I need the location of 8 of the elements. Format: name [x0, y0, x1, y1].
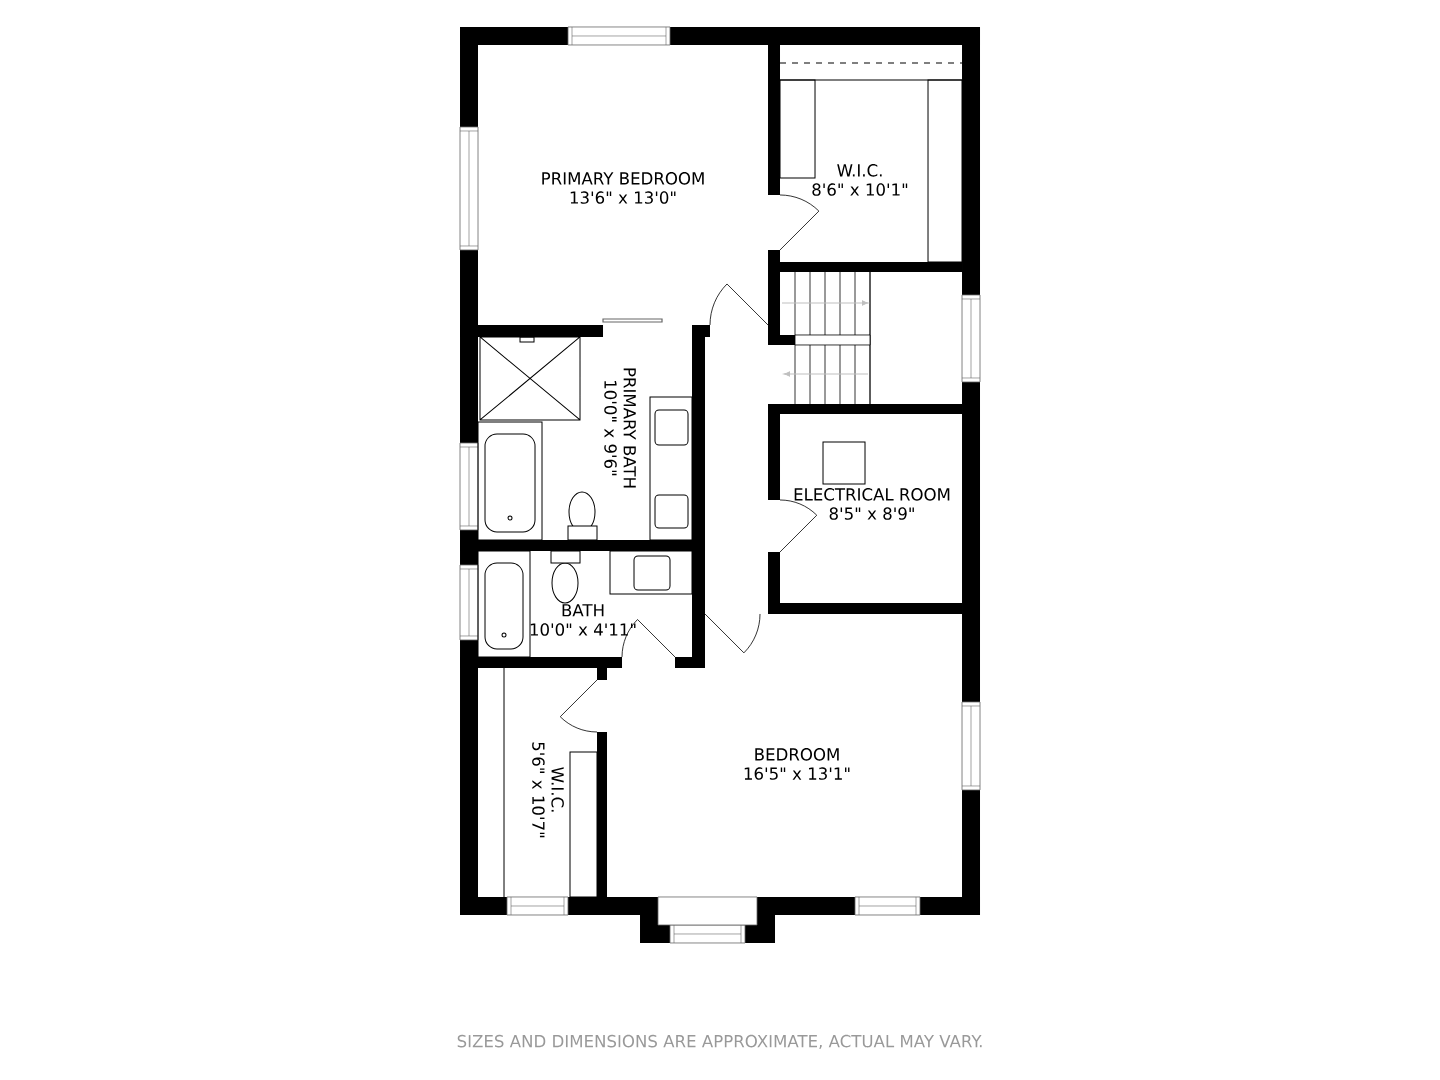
room-label: W.I.C. 5'6" x 10'7" — [532, 742, 564, 838]
room-label: ELECTRICAL ROOM 8'5" x 8'9" — [794, 488, 950, 520]
disclaimer-note: SIZES AND DIMENSIONS ARE APPROXIMATE, ACTUAL MAY VARY. — [457, 1034, 982, 1050]
room-label: W.I.C. 8'6" x 10'1" — [812, 164, 908, 196]
room-label: PRIMARY BATH 10'0" x 9'6" — [604, 368, 636, 488]
room-label: BEDROOM 16'5" x 13'1" — [744, 748, 850, 780]
room-label: PRIMARY BEDROOM 13'6" x 13'0" — [542, 172, 704, 204]
room-label: BATH 10'0" x 4'11" — [530, 604, 636, 636]
